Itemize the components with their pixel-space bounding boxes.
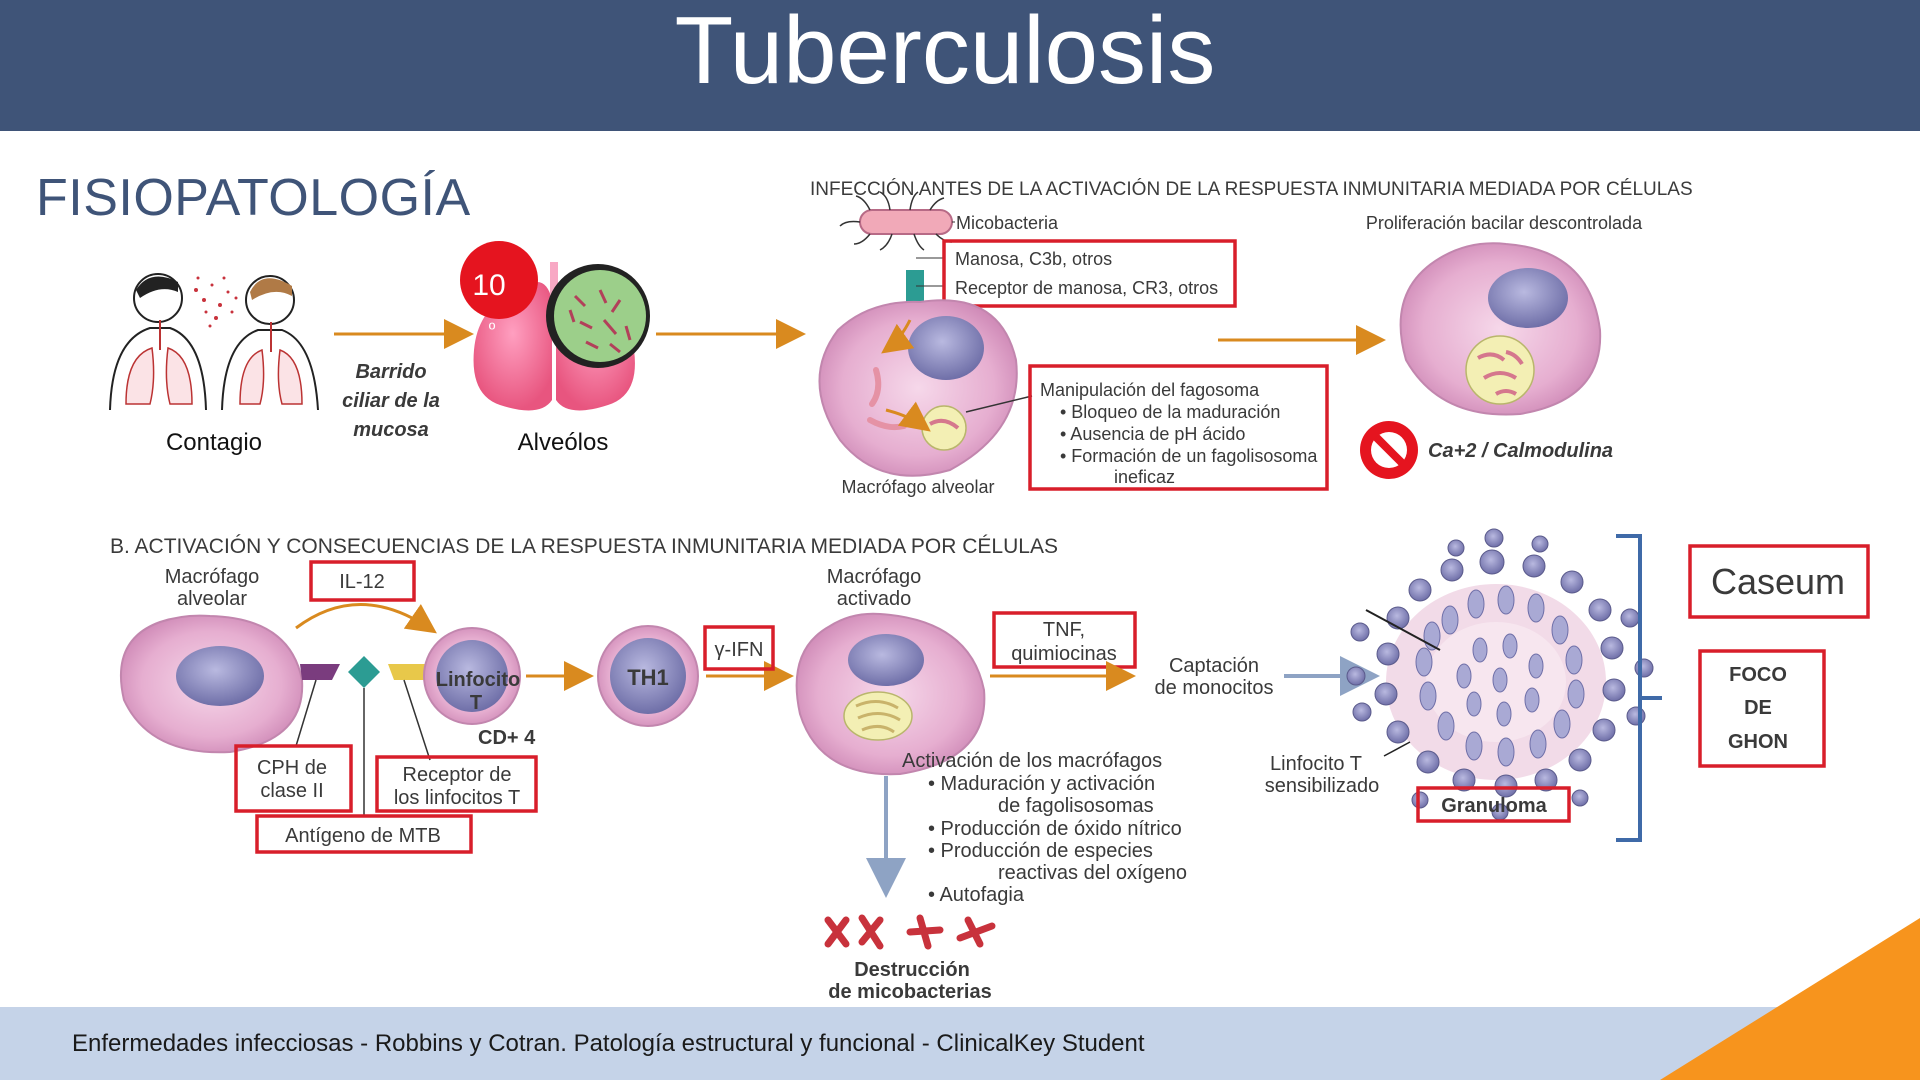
step-number-sub: º bbox=[489, 319, 496, 339]
captacion-2: de monocitos bbox=[1155, 677, 1274, 699]
contagion-illustration bbox=[98, 262, 330, 420]
receptor-line-2: Receptor de manosa, CR3, otros bbox=[955, 278, 1218, 298]
lungs-illustration bbox=[473, 262, 650, 411]
th1-cell bbox=[597, 625, 699, 727]
alveolar-macrophage-a bbox=[818, 299, 1018, 477]
corner-accent bbox=[1660, 918, 1920, 1080]
activated-macrophage bbox=[795, 612, 986, 776]
receptor-linfocitos-2: los linfocitos T bbox=[394, 787, 520, 809]
macrofago-alveolar-b-2: alveolar bbox=[177, 588, 247, 610]
panel-a-header: INFECCIÓN ANTES DE LA ACTIVACIÓN DE LA R… bbox=[810, 178, 1693, 200]
panel-b-header: B. ACTIVACIÓN Y CONSECUENCIAS DE LA RESP… bbox=[110, 535, 1058, 558]
activacion-line-5: • Producción de especies bbox=[928, 840, 1153, 862]
th1-label: TH1 bbox=[627, 665, 669, 690]
manipulacion-line-5: ineficaz bbox=[1114, 467, 1175, 487]
foco-line-1: FOCO bbox=[1729, 664, 1787, 686]
destruccion-1: Destrucción bbox=[854, 959, 970, 981]
receptor-line-1: Manosa, C3b, otros bbox=[955, 249, 1112, 269]
activacion-line-6: reactivas del oxígeno bbox=[998, 862, 1187, 884]
mhc-antigen-complex bbox=[300, 656, 430, 688]
il12-label: IL-12 bbox=[339, 571, 385, 593]
antigeno-label: Antígeno de MTB bbox=[285, 825, 441, 847]
il12-arrow bbox=[295, 603, 437, 634]
contagio-label: Contagio bbox=[166, 429, 262, 456]
alveolos-label: Alveólos bbox=[518, 429, 609, 456]
ifn-label: γ-IFN bbox=[715, 639, 764, 661]
antigeno-box bbox=[255, 814, 473, 854]
no-entry-icon bbox=[1360, 421, 1418, 479]
macrofago-alveolar-b-1: Macrófago bbox=[165, 566, 260, 588]
tnf-label-2: quimiocinas bbox=[1011, 643, 1117, 665]
step-number-text: 10 bbox=[472, 269, 505, 302]
manipulacion-line-4: • Formación de un fagolisosoma bbox=[1060, 446, 1318, 466]
receptor-linfocitos-1: Receptor de bbox=[403, 764, 512, 786]
manipulacion-line-2: • Bloqueo de la maduración bbox=[1060, 402, 1280, 422]
granuloma-label: Granuloma bbox=[1441, 795, 1547, 817]
activacion-line-1: Activación de los macrófagos bbox=[902, 750, 1162, 772]
activacion-line-7: • Autofagia bbox=[928, 884, 1025, 906]
step-text-2: ciliar de la bbox=[342, 390, 440, 412]
granuloma-box bbox=[1416, 786, 1571, 823]
granuloma-illustration bbox=[1346, 528, 1654, 821]
macrofago-activado-2: activado bbox=[837, 588, 912, 610]
activacion-line-3: de fagolisosomas bbox=[998, 795, 1154, 817]
granuloma-bracket bbox=[1616, 534, 1642, 842]
linfocito-sens-1: Linfocito T bbox=[1270, 753, 1362, 775]
footer-bar bbox=[0, 1007, 1920, 1080]
macrofago-alveolar-label: Macrófago alveolar bbox=[841, 477, 994, 497]
slide-title: Tuberculosis bbox=[674, 0, 1216, 104]
activacion-line-4: • Producción de óxido nítrico bbox=[928, 818, 1182, 840]
foco-line-3: GHON bbox=[1728, 731, 1788, 753]
phagosome-manipulation-box bbox=[1028, 364, 1329, 491]
foco-line-2: DE bbox=[1744, 697, 1772, 719]
alveolar-macrophage-b bbox=[120, 614, 304, 754]
calmodulina-label: Ca+2 / Calmodulina bbox=[1428, 440, 1613, 462]
t-lymphocyte bbox=[423, 627, 521, 725]
caseum-label: Caseum bbox=[1711, 561, 1845, 602]
receptor-box bbox=[942, 239, 1237, 308]
mycobacterium-illustration bbox=[839, 191, 953, 304]
ifn-box bbox=[703, 625, 775, 671]
title-bar bbox=[0, 0, 1920, 131]
proliferacion-label: Proliferación bacilar descontrolada bbox=[1366, 213, 1643, 233]
captacion-1: Captación bbox=[1169, 655, 1259, 677]
proliferating-macrophage bbox=[1399, 242, 1602, 416]
receptor-linfocitos-box bbox=[375, 755, 538, 813]
cph-label-2: clase II bbox=[260, 780, 323, 802]
il12-box bbox=[309, 560, 416, 602]
step-text-1: Barrido bbox=[355, 361, 426, 383]
footer-citation: Enfermedades infecciosas - Robbins y Cot… bbox=[72, 1030, 1145, 1057]
foco-ghon-box bbox=[1698, 649, 1826, 768]
cph-label-1: CPH de bbox=[257, 757, 327, 779]
step-text-3: mucosa bbox=[353, 419, 429, 441]
tnf-box bbox=[992, 611, 1137, 669]
manipulacion-line-1: Manipulación del fagosoma bbox=[1040, 380, 1260, 400]
tnf-label-1: TNF, bbox=[1043, 619, 1085, 641]
macrofago-activado-1: Macrófago bbox=[827, 566, 922, 588]
cph-box bbox=[234, 744, 353, 813]
section-subtitle: FISIOPATOLOGÍA bbox=[36, 169, 471, 227]
activacion-line-2: • Maduración y activación bbox=[928, 773, 1155, 795]
step-number-badge bbox=[460, 241, 538, 319]
micobacteria-label: Micobacteria bbox=[956, 213, 1059, 233]
cd4-label: CD+ 4 bbox=[478, 727, 536, 749]
destroyed-mycobacteria-icon bbox=[824, 914, 996, 950]
linfocito-label-1: Linfocito bbox=[436, 669, 520, 691]
destruccion-2: de micobacterias bbox=[828, 981, 991, 1003]
caseum-box bbox=[1688, 544, 1870, 619]
manipulacion-line-3: • Ausencia de pH ácido bbox=[1060, 424, 1245, 444]
linfocito-sens-2: sensibilizado bbox=[1265, 775, 1380, 797]
linfocito-label-2: T bbox=[470, 692, 482, 714]
